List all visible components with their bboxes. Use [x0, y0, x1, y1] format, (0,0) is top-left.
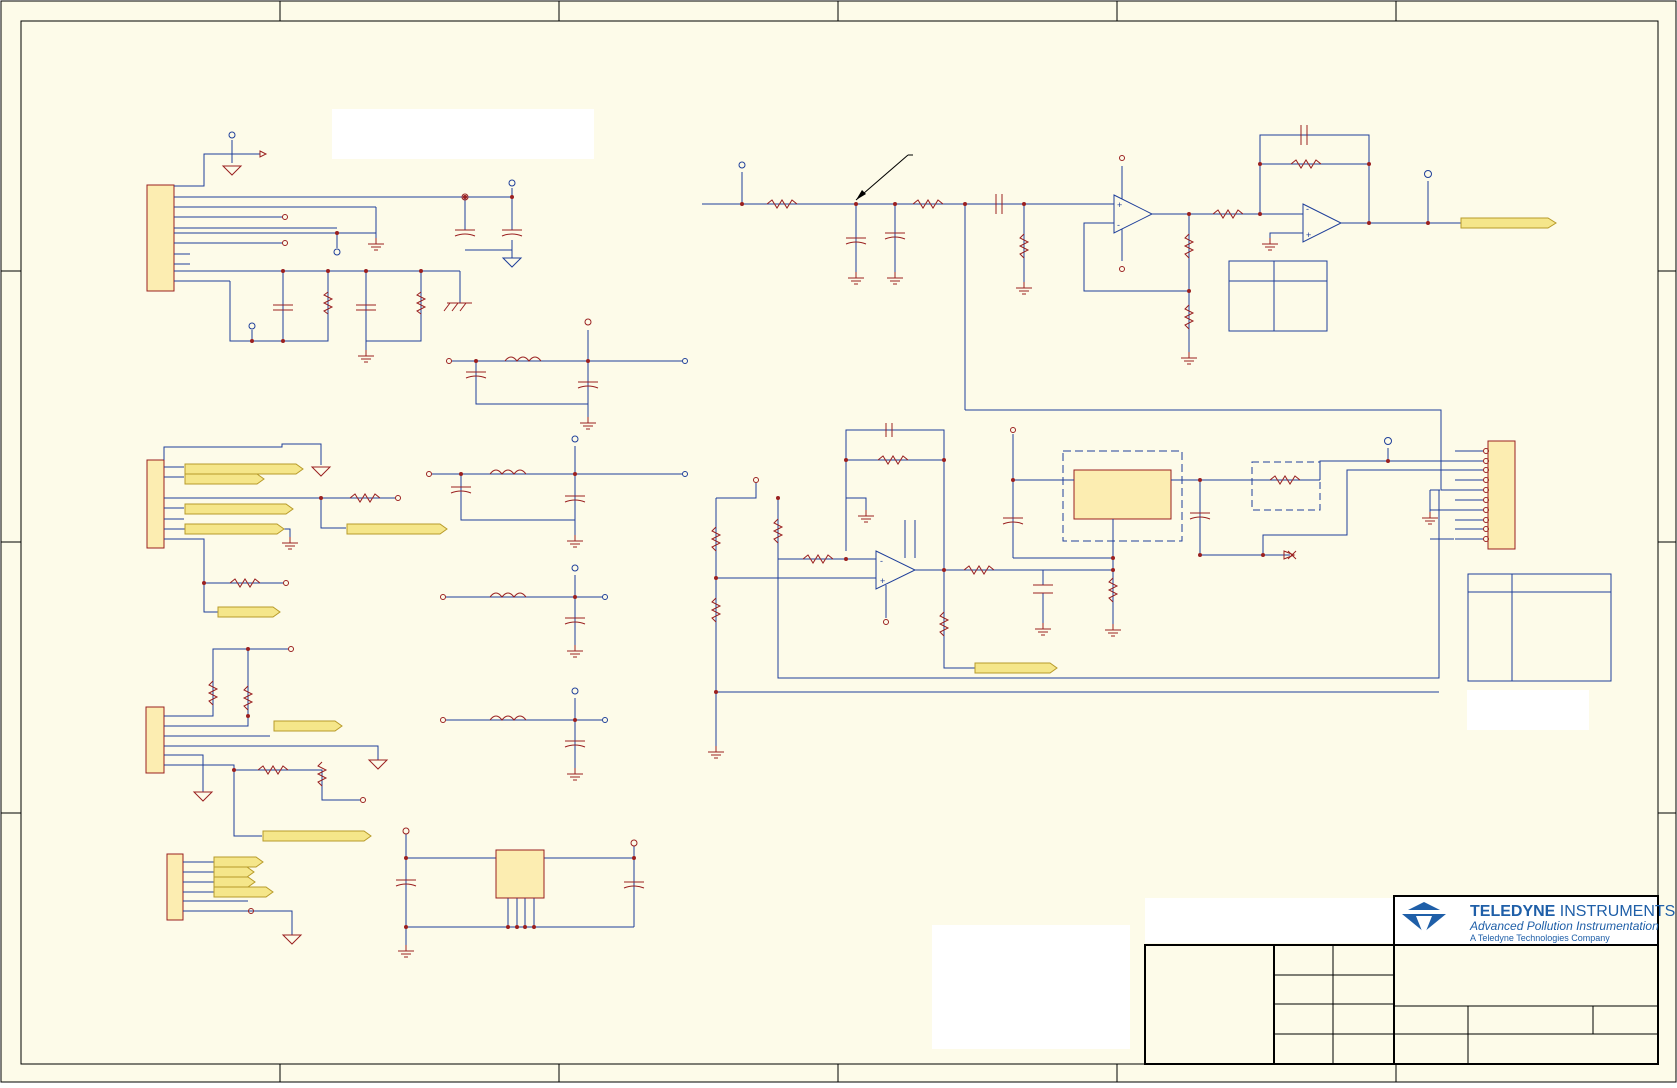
- title-logo-box: [1395, 897, 1657, 944]
- logo-brand-bold: TELEDYNE: [1470, 903, 1556, 920]
- logo-brand-regular: INSTRUMENTS: [1555, 903, 1675, 920]
- input-filter-chain: [702, 154, 1484, 491]
- teledyne-logo-mark: [1402, 902, 1446, 936]
- reference-block: [1002, 427, 1484, 637]
- title-block: [1144, 895, 1659, 1065]
- svg-text:-: -: [1306, 204, 1309, 214]
- svg-text:+: +: [1117, 200, 1122, 210]
- connector-j2: [146, 443, 401, 613]
- port-flags-j4: [213, 856, 274, 898]
- lc-filter-4: [440, 687, 608, 781]
- connector-j3: [145, 646, 389, 837]
- connector-j1: [146, 131, 523, 363]
- svg-text:-: -: [1117, 220, 1120, 230]
- lc-filter-1: [446, 318, 688, 430]
- regulator-u: [395, 827, 645, 958]
- logo-title: TELEDYNE INSTRUMENTS: [1470, 903, 1675, 920]
- opamp-stage-2: - +: [1228, 125, 1557, 332]
- port-flags-j2: [184, 463, 448, 618]
- note-area-bottom: [932, 925, 1130, 1049]
- note-area-title: [1145, 898, 1393, 943]
- svg-text:-: -: [880, 556, 883, 566]
- logo-subtitle: Advanced Pollution Instrumentation: [1469, 919, 1659, 933]
- note-area-right: [1467, 690, 1589, 730]
- logo-company: A Teledyne Technologies Company: [1470, 933, 1610, 943]
- svg-text:+: +: [1306, 230, 1311, 240]
- lc-filter-3: [440, 564, 608, 658]
- opamp-stage-3: - +: [707, 423, 1440, 759]
- svg-text:+: +: [880, 576, 885, 586]
- connector-j4: [166, 853, 303, 945]
- lc-filter-2: [426, 435, 688, 548]
- note-area-top: [332, 109, 594, 159]
- port-flags-j3: [262, 720, 372, 842]
- connector-j5: [1421, 440, 1612, 682]
